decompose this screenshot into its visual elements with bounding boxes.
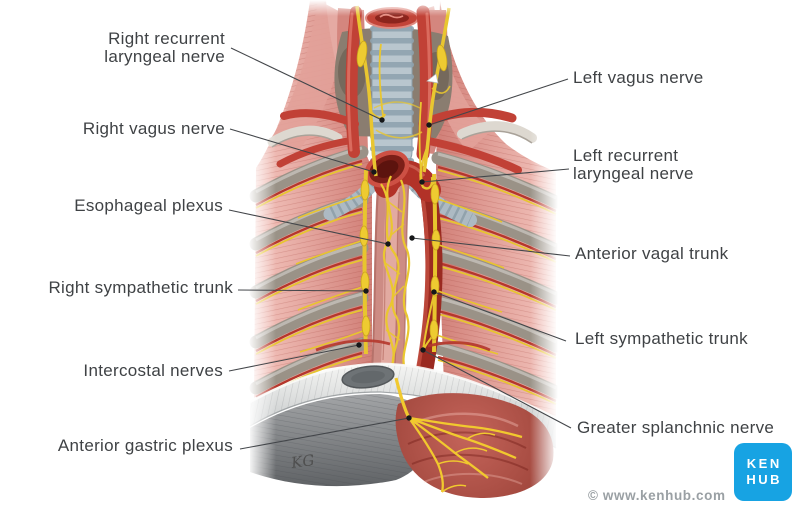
esophageal-hiatus — [341, 365, 395, 389]
leader-dot-anterior-vagal-trunk — [409, 235, 415, 241]
label-left-sympathetic-trunk: Left sympathetic trunk — [575, 329, 748, 348]
edge-fade-top — [248, 0, 558, 16]
leader-dot-greater-splanchnic-nerve — [420, 347, 426, 353]
kenhub-logo-line2: HUB — [746, 472, 783, 487]
leader-dot-left-recurrent-laryngeal-nerve — [419, 179, 425, 185]
leader-line-right-sympathetic-trunk — [237, 289, 367, 292]
stomach — [395, 393, 554, 498]
leader-dot-right-sympathetic-trunk — [363, 288, 369, 294]
sympathetic-trunk-right — [295, 169, 371, 355]
edge-fade-left — [248, 0, 276, 498]
thorax-illustration: KG — [248, 0, 558, 498]
label-anterior-gastric-plexus: Anterior gastric plexus — [57, 436, 233, 455]
label-intercostal-nerves: Intercostal nerves — [83, 361, 223, 380]
leader-line-right-vagus-nerve — [229, 128, 375, 173]
leader-line-anterior-vagal-trunk — [411, 237, 571, 257]
label-anterior-vagal-trunk: Anterior vagal trunk — [575, 244, 729, 263]
subdiaphragmatic-tissue — [250, 394, 431, 487]
label-left-recurrent-laryngeal-nerve: Left recurrent laryngeal nerve — [573, 146, 694, 183]
leader-line-left-sympathetic-trunk — [433, 291, 567, 342]
edge-fade-right — [530, 0, 558, 498]
leader-line-anterior-gastric-plexus — [239, 417, 410, 450]
leader-line-esophageal-plexus — [228, 209, 389, 245]
leader-dot-left-vagus-nerve — [426, 122, 432, 128]
leader-dot-anterior-gastric-plexus — [406, 415, 412, 421]
leader-line-left-recurrent-laryngeal-nerve — [421, 168, 570, 183]
leader-dot-intercostal-nerves — [356, 342, 362, 348]
label-right-vagus-nerve: Right vagus nerve — [82, 119, 225, 138]
leader-line-left-vagus-nerve — [428, 78, 569, 126]
leader-line-greater-splanchnic-nerve — [422, 349, 572, 429]
leader-dot-esophageal-plexus — [385, 241, 391, 247]
aortic-arch-cut — [364, 150, 410, 188]
label-left-vagus-nerve: Left vagus nerve — [573, 68, 704, 87]
leader-lines — [228, 47, 572, 450]
diaphragm — [249, 362, 557, 449]
esophageal-plexus-mesh — [373, 101, 423, 373]
label-right-recurrent-laryngeal-nerve: Right recurrent laryngeal nerve — [104, 29, 225, 66]
label-right-sympathetic-trunk: Right sympathetic trunk — [48, 278, 233, 297]
clavicles — [267, 121, 537, 148]
label-greater-splanchnic-nerve: Greater splanchnic nerve — [577, 418, 775, 437]
leader-dot-right-vagus-nerve — [371, 169, 377, 175]
gastric-plexus-fan — [394, 377, 523, 493]
leader-dot-left-sympathetic-trunk — [431, 289, 437, 295]
vagus-nerve-right — [355, 5, 387, 177]
leader-dot-right-recurrent-laryngeal-nerve — [379, 117, 385, 123]
copyright-text: © www.kenhub.com — [588, 488, 726, 503]
white-arrow-marker — [426, 73, 439, 84]
phrenic-vessels — [315, 339, 491, 352]
artist-signature: KG — [289, 451, 315, 472]
kenhub-logo: KEN HUB — [734, 443, 792, 501]
label-esophageal-plexus: Esophageal plexus — [74, 196, 223, 215]
vagus-nerve-left — [418, 7, 451, 190]
trachea — [365, 7, 419, 169]
leader-line-intercostal-nerves — [228, 344, 360, 372]
kenhub-logo-line1: KEN — [746, 456, 782, 471]
leader-line-right-recurrent-laryngeal-nerve — [230, 47, 383, 121]
